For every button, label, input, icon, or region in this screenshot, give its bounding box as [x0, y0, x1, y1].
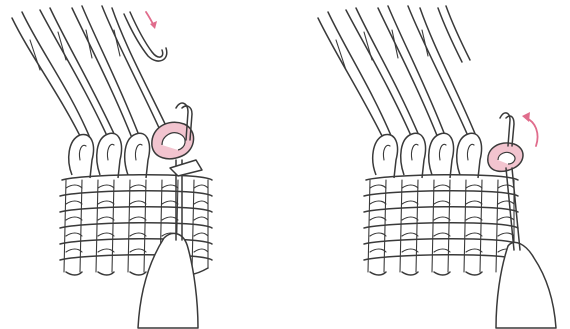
yarn-strands-left [12, 6, 168, 140]
panel-left [12, 6, 212, 328]
knitted-fabric-right [364, 175, 518, 275]
crochet-hook-right [496, 168, 556, 328]
panel-right [318, 6, 556, 328]
arrow-up-icon [522, 112, 538, 146]
yarn-strands-right [318, 6, 476, 140]
stitch-loops-right [373, 113, 523, 178]
arrow-down-icon [146, 12, 157, 29]
